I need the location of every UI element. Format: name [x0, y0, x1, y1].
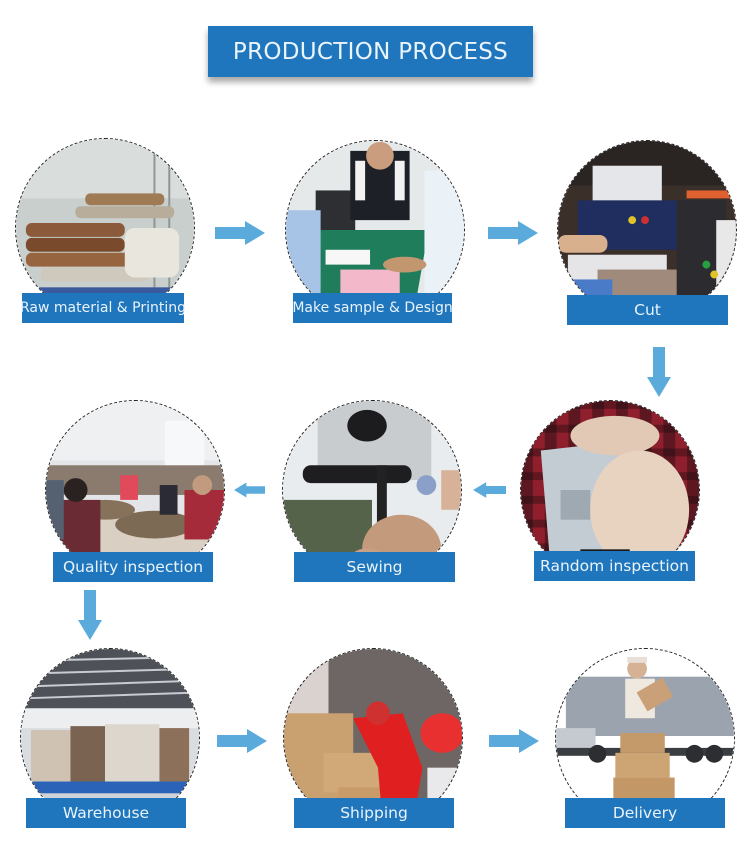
step-label-make-sample: Make sample & Design: [292, 293, 453, 323]
arrow-right-icon: [217, 729, 267, 753]
arrow-right-icon: [215, 221, 265, 245]
step-image-sewing: [282, 400, 462, 580]
step-label-warehouse: Warehouse: [26, 798, 186, 828]
step-label-sewing: Sewing: [294, 552, 455, 582]
step-label-delivery: Delivery: [565, 798, 725, 828]
step-image-cut: [557, 140, 737, 320]
arrow-left-icon: [473, 480, 506, 500]
arrow-left-icon: [234, 480, 265, 500]
step-label-cut: Cut: [567, 295, 728, 325]
arrow-right-icon: [489, 729, 539, 753]
arrow-right-icon: [488, 221, 538, 245]
step-image-random-inspection: [520, 400, 700, 580]
arrow-down-icon: [78, 590, 102, 640]
step-label-raw-material: Raw material & Printing: [20, 293, 186, 323]
step-label-random-inspection: Random inspection: [534, 551, 695, 581]
step-label-shipping: Shipping: [294, 798, 454, 828]
arrow-down-icon: [647, 347, 671, 397]
page-title: PRODUCTION PROCESS: [208, 26, 533, 77]
step-label-quality-inspection: Quality inspection: [53, 552, 213, 582]
step-image-raw-material: [15, 138, 195, 318]
